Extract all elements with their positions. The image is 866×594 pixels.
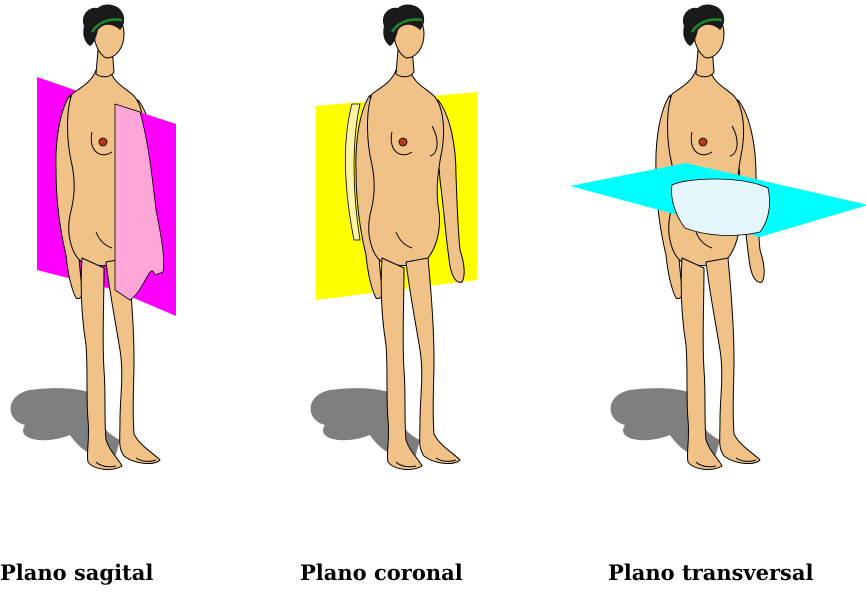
caption-sagital: Plano sagital [0,558,200,588]
right-leg [706,258,760,463]
caption-transversal: Plano transversal [608,558,848,588]
panel-coronal [311,5,477,470]
transversal-plane-overlap [672,179,770,235]
panel-sagital [11,5,176,470]
panel-transversal [570,5,866,470]
torso [368,70,444,265]
nipple [399,138,407,146]
right-leg [406,258,460,463]
nipple [99,138,107,146]
caption-coronal: Plano coronal [300,558,500,588]
nipple [699,138,707,146]
